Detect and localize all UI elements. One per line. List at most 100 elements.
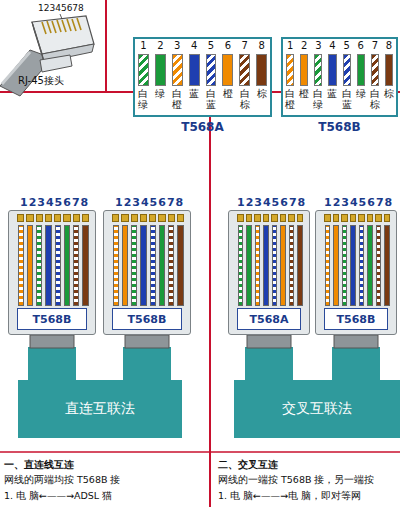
gold-contact — [158, 214, 165, 222]
connector-standard: T568B — [33, 313, 72, 326]
pin-number: 4 — [329, 40, 335, 51]
rj45-connector: T568A — [228, 210, 310, 335]
cable-band: 交叉互联法 — [234, 380, 400, 438]
gold-contact — [271, 214, 278, 222]
pin-sequence: 12345678 — [115, 196, 184, 209]
cable-band: 直连互联法 — [18, 380, 182, 438]
wire-color-name: 白橙 — [285, 88, 295, 110]
wire-color-name: 棕 — [257, 88, 267, 99]
pin-number: 2 — [157, 40, 163, 51]
gold-contact — [73, 214, 80, 222]
divider-line — [209, 92, 211, 507]
wire — [27, 225, 33, 306]
gold-contact — [121, 214, 128, 222]
gold-contact — [149, 214, 156, 222]
pin-number: 6 — [358, 40, 364, 51]
pin-number: 5 — [343, 40, 349, 51]
pin-number: 4 — [191, 40, 197, 51]
wire-color-name: 白蓝 — [206, 88, 216, 110]
wire-color-name: 绿 — [356, 88, 366, 99]
wire — [289, 225, 295, 306]
wire — [342, 225, 348, 306]
note-text: 1. 电 脑←——→ADSL 猫 — [4, 490, 112, 503]
wire-color-bar — [357, 54, 365, 86]
wire-color-name: 白橙 — [172, 88, 182, 110]
gold-contact — [82, 214, 89, 222]
wire — [55, 225, 61, 306]
gold-contact — [45, 214, 52, 222]
wire — [367, 225, 373, 306]
wire-color-bar — [206, 54, 217, 86]
wire-color-bar — [343, 54, 351, 86]
connector-standard: T568B — [337, 313, 376, 326]
method-title: 直连互联法 — [65, 400, 135, 418]
wire — [263, 225, 269, 306]
wire — [45, 225, 51, 306]
note-text: 网线的一端按 T568B 接，另一端按 — [218, 474, 375, 487]
wire-color-bar — [138, 54, 149, 86]
wire-color-bar — [222, 54, 233, 86]
gold-contact — [263, 214, 270, 222]
note-text: 一、直连线互连 — [4, 458, 74, 472]
pin-number: 1 — [287, 40, 293, 51]
wire — [333, 225, 339, 306]
pin-number: 5 — [208, 40, 214, 51]
wire-color-bar — [385, 54, 393, 86]
wire — [168, 225, 174, 306]
color-chart-box: 1白橙2橙3白绿4蓝5白蓝6绿7白棕8棕T568B — [281, 37, 398, 117]
gold-contact — [341, 214, 348, 222]
wire — [384, 225, 390, 306]
pin-sequence: 12345678 — [324, 196, 393, 209]
wire — [82, 225, 88, 306]
gold-contact — [324, 214, 331, 222]
wire-color-bar — [155, 54, 166, 86]
wire — [140, 225, 146, 306]
gold-contact — [367, 214, 374, 222]
gold-contact — [333, 214, 340, 222]
note-text: 网线的两端均按 T568B 接 — [4, 474, 121, 487]
gold-contact — [297, 214, 304, 222]
wire-color-bar — [239, 54, 250, 86]
pin-number: 6 — [225, 40, 231, 51]
wire — [272, 225, 278, 306]
wire — [238, 225, 244, 306]
wire — [113, 225, 119, 306]
color-chart-box: 1白绿2绿3白橙4蓝5白蓝6橙7白棕8棕T568A — [133, 37, 272, 117]
wire — [131, 225, 137, 306]
wire — [376, 225, 382, 306]
wire-color-bar — [256, 54, 267, 86]
wire-color-bar — [328, 54, 336, 86]
standard-caption: T568A — [181, 120, 224, 134]
wire — [159, 225, 165, 306]
wire — [246, 225, 252, 306]
wire — [122, 225, 128, 306]
rj45-plug — [0, 14, 94, 96]
pin-sequence: 12345678 — [237, 196, 306, 209]
wire — [64, 225, 70, 306]
rj45-connector: T568B — [103, 210, 191, 335]
wire — [325, 225, 331, 306]
gold-contact — [26, 214, 33, 222]
wire-color-bar — [286, 54, 294, 86]
wire-color-bar — [189, 54, 200, 86]
pin-number: 7 — [372, 40, 378, 51]
wire — [177, 225, 183, 306]
wire — [18, 225, 24, 306]
gold-contact — [131, 214, 138, 222]
label-box: T568A — [237, 308, 301, 330]
pin-number: 8 — [386, 40, 392, 51]
wire — [280, 225, 286, 306]
pin-number: 2 — [301, 40, 307, 51]
pin-sequence: 12345678 — [20, 196, 89, 209]
gold-contact — [384, 214, 391, 222]
cable-leg — [28, 347, 380, 383]
label-box: T568B — [17, 308, 87, 330]
wire-color-name: 蓝 — [189, 88, 199, 99]
wire — [255, 225, 261, 306]
wire-color-name: 白棕 — [240, 88, 250, 110]
pin-number: 3 — [174, 40, 180, 51]
part-name: RJ-45接头 — [18, 74, 64, 88]
wire-color-name: 白绿 — [138, 88, 148, 110]
pin-number: 8 — [258, 40, 264, 51]
wire — [350, 225, 356, 306]
